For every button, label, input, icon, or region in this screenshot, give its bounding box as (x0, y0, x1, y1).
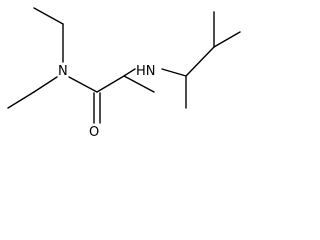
carbonyl-oxygen-label: O (89, 125, 99, 140)
bond-sec-carbon-iso-carbon (185, 46, 215, 77)
chemical-structure: N O HN (7, 7, 241, 140)
bond-lower-ethyl-ch2-ch3 (7, 91, 35, 109)
bond-upper-ethyl-ch3-ch2 (33, 7, 64, 25)
amine-nh-label: HN (136, 64, 156, 79)
bond-n-carbonyl-carbon (68, 76, 98, 93)
bond-alpha-nh (123, 68, 136, 77)
amide-nitrogen-label: N (58, 64, 68, 79)
bond-nh-sec-carbon (161, 68, 187, 77)
bond-n-lower-ethyl-ch2 (33, 76, 58, 93)
bond-iso-carbon-methyl-right (213, 31, 241, 48)
bond-carbonyl-alpha-carbon (96, 75, 125, 93)
bond-alpha-methyl (123, 75, 155, 93)
